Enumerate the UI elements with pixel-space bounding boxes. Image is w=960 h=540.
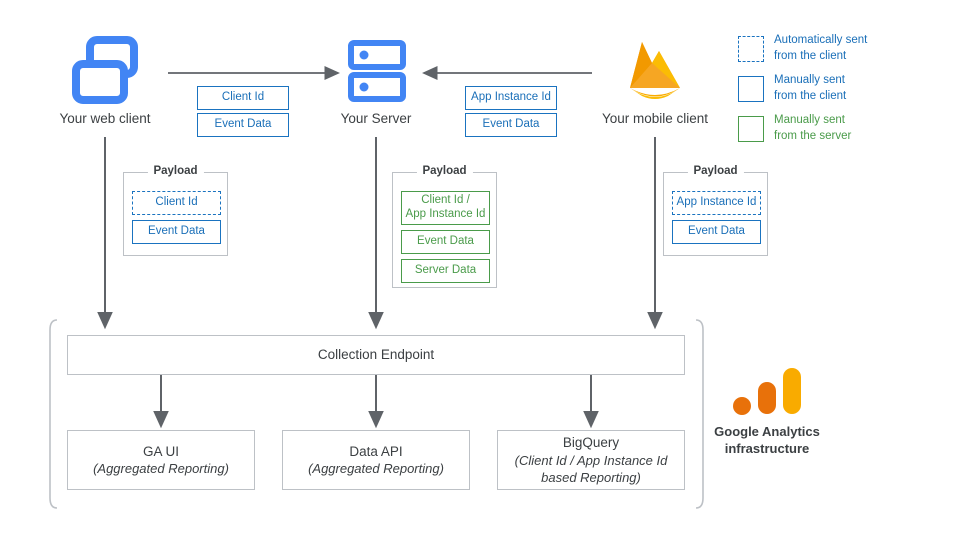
bracket-right — [695, 319, 704, 509]
payload-item-server-data: Server Data — [401, 259, 490, 283]
legend: Automatically sent from the client Manua… — [738, 33, 953, 144]
payload-item-event-data: Event Data — [672, 220, 761, 244]
output-box-data-api: Data API (Aggregated Reporting) — [282, 430, 470, 490]
payload-title: Payload — [147, 165, 204, 177]
web-client-label: Your web client — [59, 111, 151, 126]
output-subtitle: (Aggregated Reporting) — [93, 461, 229, 477]
output-title: GA UI — [142, 443, 179, 459]
server-label: Your Server — [340, 111, 412, 126]
payload-item-app-instance-id: App Instance Id — [672, 191, 761, 215]
mobile-client-node — [618, 36, 692, 108]
server-node — [348, 40, 408, 104]
wire-chip-web-client-id: Client Id — [197, 86, 289, 110]
output-box-bigquery: BigQuery (Client Id / App Instance Id ba… — [497, 430, 685, 490]
web-client-node — [58, 36, 153, 106]
collection-endpoint-label: Collection Endpoint — [317, 347, 435, 363]
payload-server: Payload Client Id / App Instance Id Even… — [392, 165, 497, 288]
mobile-client-label: Your mobile client — [601, 111, 709, 126]
wire-chip-web-event-data: Event Data — [197, 113, 289, 137]
legend-label: Manually sent from the client — [774, 74, 847, 102]
payload-item-client-id-app-instance-id: Client Id / App Instance Id — [401, 191, 490, 225]
bracket-left — [49, 319, 58, 509]
payload-title: Payload — [687, 165, 744, 177]
google-analytics-infrastructure — [712, 368, 822, 424]
legend-item-automatic-client: Automatically sent from the client — [738, 33, 953, 64]
payload-item-event-data: Event Data — [401, 230, 490, 254]
payload-title: Payload — [416, 165, 473, 177]
output-title: Data API — [349, 443, 403, 459]
collection-endpoint-box: Collection Endpoint — [67, 335, 685, 375]
legend-swatch-dashed-blue — [738, 35, 764, 62]
legend-item-manual-client: Manually sent from the client — [738, 73, 953, 104]
windows-stack-icon — [72, 36, 138, 104]
payload-item-client-id: Client Id — [132, 191, 221, 215]
server-rack-icon — [348, 40, 406, 102]
legend-label: Manually sent from the server — [774, 114, 852, 142]
payload-item-event-data: Event Data — [132, 220, 221, 244]
output-title: BigQuery — [562, 434, 620, 450]
google-analytics-caption: Google Analytics infrastructure — [714, 424, 820, 456]
payload-web-client: Payload Client Id Event Data — [123, 165, 228, 256]
output-subtitle: (Client Id / App Instance Id based Repor… — [514, 452, 668, 485]
payload-mobile-client: Payload App Instance Id Event Data — [663, 165, 768, 256]
google-analytics-icon — [733, 368, 801, 415]
wire-chip-mobile-app-instance-id: App Instance Id — [465, 86, 557, 110]
legend-item-manual-server: Manually sent from the server — [738, 113, 953, 144]
legend-swatch-solid-green — [738, 115, 764, 142]
firebase-flame-icon — [630, 42, 680, 99]
legend-swatch-solid-blue — [738, 75, 764, 102]
output-box-ga-ui: GA UI (Aggregated Reporting) — [67, 430, 255, 490]
wire-chip-mobile-event-data: Event Data — [465, 113, 557, 137]
legend-label: Automatically sent from the client — [774, 34, 868, 62]
output-subtitle: (Aggregated Reporting) — [308, 461, 444, 477]
